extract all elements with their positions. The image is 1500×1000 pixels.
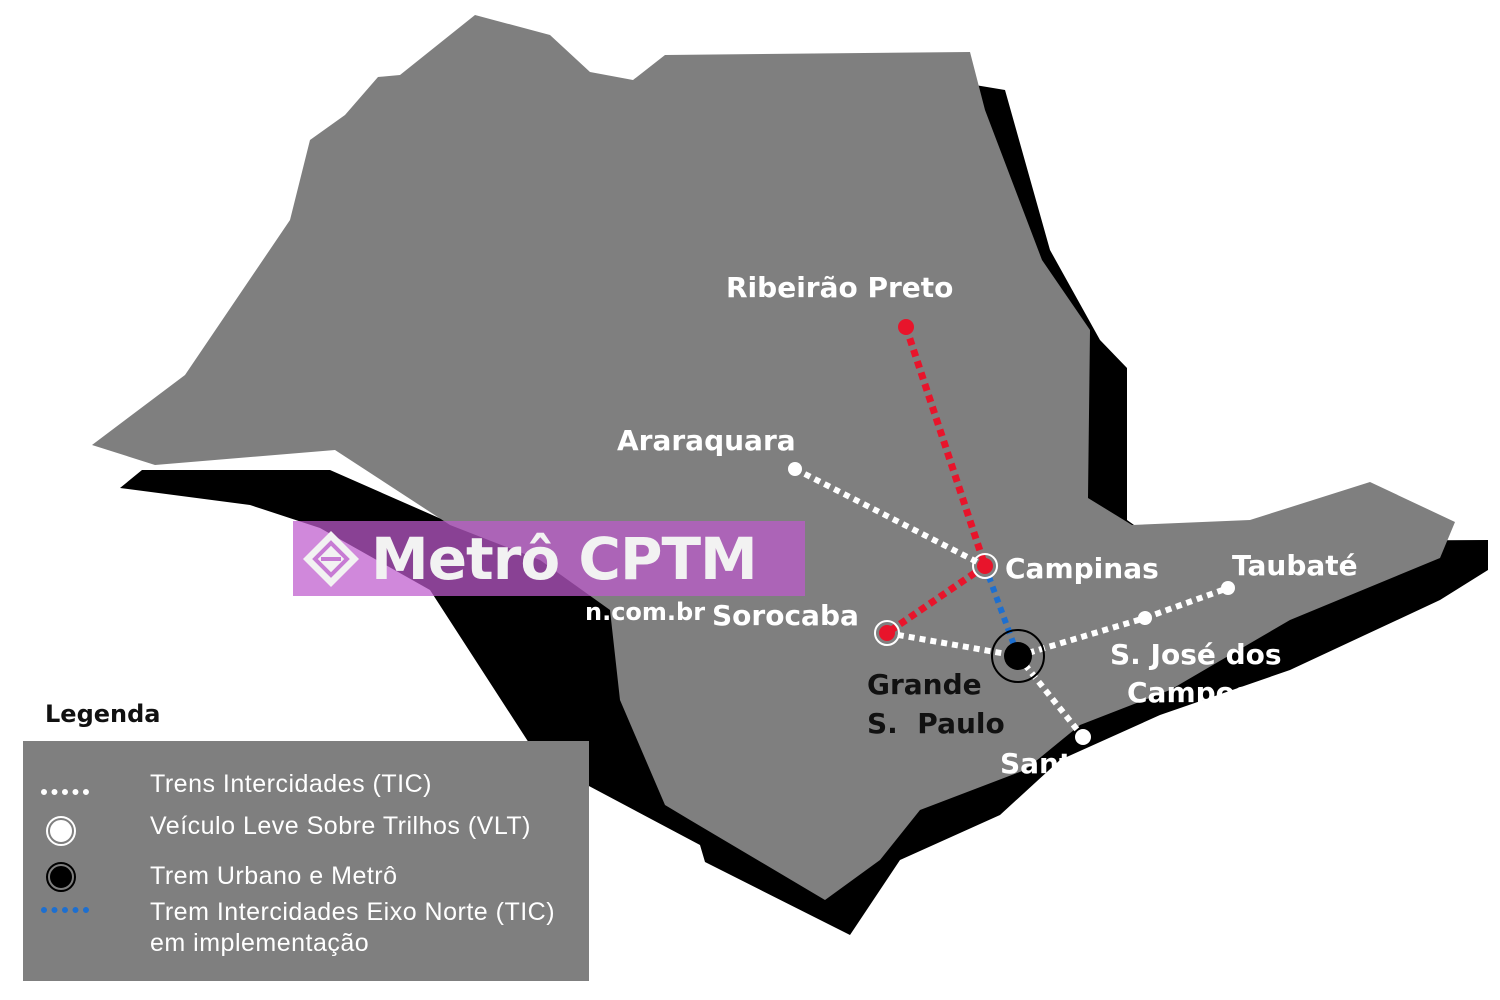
sao-jose-dos-campos-label-line2: Campos — [1127, 676, 1252, 709]
sao-jose-dos-campos-marker — [1138, 611, 1152, 625]
sorocaba-label: Sorocaba — [712, 599, 859, 632]
tic-line-sp-sjc — [1017, 615, 1146, 659]
campinas-marker — [972, 553, 998, 579]
grande-sao-paulo-marker — [991, 629, 1045, 683]
black-ring-icon — [46, 862, 76, 892]
legend-item-label: Veículo Leve Sobre Trilhos (VLT) — [150, 812, 531, 840]
tic-lines — [793, 466, 1230, 739]
blue-dotted-line-icon — [41, 901, 89, 913]
legend-item-label: Trem Urbano e Metrô — [150, 862, 398, 890]
legend-item-label: Trem Intercidades Eixo Norte (TIC) em im… — [150, 898, 556, 957]
tic-line-ribeirao-campinas — [902, 325, 989, 568]
araraquara-label: Araraquara — [617, 424, 796, 457]
santos-label: Santos — [1000, 747, 1108, 780]
ribeirao-preto-marker — [898, 319, 914, 335]
watermark-banner: Metrô CPTM — [293, 521, 805, 596]
tic-line-sorocaba-sp — [886, 630, 1019, 659]
metro-cptm-logo-icon — [303, 531, 359, 587]
santos-marker — [1075, 729, 1091, 745]
tic-line-campinas-sorocaba — [885, 563, 987, 636]
tic-line-sjc-taubate — [1143, 585, 1230, 621]
taubate-marker — [1221, 581, 1235, 595]
taubate-label: Taubaté — [1232, 549, 1358, 582]
sorocaba-marker — [874, 620, 900, 646]
tic-line-araraquara-campinas — [793, 466, 987, 569]
grande-sao-paulo-label-line1: Grande — [867, 668, 982, 701]
legend-box: Trens Intercidades (TIC) Veículo Leve So… — [23, 741, 589, 981]
white-ring-icon — [46, 816, 76, 846]
watermark-url-text: n.com.br — [585, 598, 706, 626]
tic-north-implementation-line — [982, 564, 1021, 658]
watermark-brand-text: Metrô CPTM — [371, 525, 758, 593]
grande-sao-paulo-label-line2: S. Paulo — [867, 707, 1005, 740]
tic-north-lines — [885, 325, 989, 636]
state-shape — [92, 15, 1455, 900]
ribeirao-preto-label: Ribeirão Preto — [726, 271, 953, 304]
white-dotted-line-icon — [41, 783, 89, 795]
araraquara-marker — [788, 462, 802, 476]
legend-item-label: Trens Intercidades (TIC) — [150, 770, 432, 798]
campinas-label: Campinas — [1005, 552, 1159, 585]
legend-title: Legenda — [45, 700, 161, 728]
sao-jose-dos-campos-label-line1: S. José dos — [1110, 638, 1282, 671]
